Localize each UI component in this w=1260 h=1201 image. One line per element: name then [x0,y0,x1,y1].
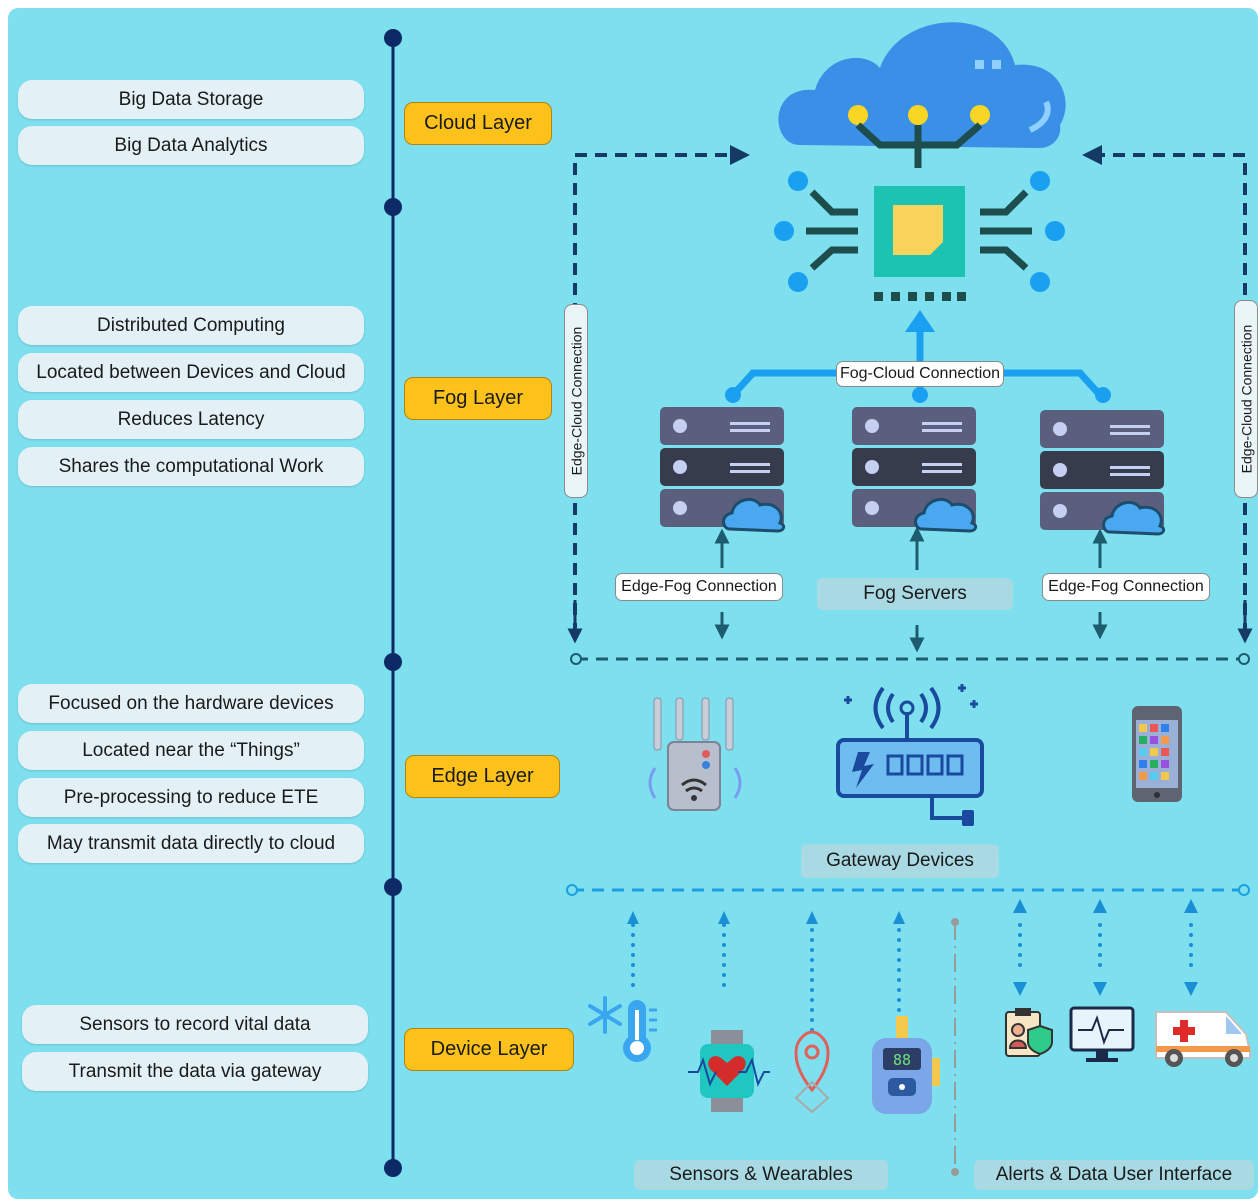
timeline-node [384,29,402,47]
feature-pill: Distributed Computing [18,306,364,345]
edge-cloud-connection-text: Edge-Cloud Connection [568,326,584,476]
edge-boundary-line [566,884,1250,896]
feature-pill: Transmit the data via gateway [22,1052,368,1091]
feature-pill: Reduces Latency [18,400,364,439]
cloud-icon [778,22,1066,168]
feature-pill: Shares the computational Work [18,447,364,486]
sensor-ui-separator [951,918,959,1176]
edge-fog-connection-label: Edge-Fog Connection [615,573,783,601]
feature-pill: Located near the “Things” [18,731,364,770]
server-rack-icon [1040,410,1166,536]
feature-pill: Focused on the hardware devices [18,684,364,723]
edge-fog-arrows [714,526,1108,653]
layer-badge-device: Device Layer [404,1028,574,1071]
layer-badge-fog: Fog Layer [404,377,552,420]
glucometer-icon: 88 [872,1016,940,1114]
diagram-background [8,8,1258,1199]
fog-boundary-line [570,653,1250,665]
smartphone-icon [1132,706,1182,802]
alerts-ui-label: Alerts & Data User Interface [974,1160,1254,1190]
sensors-wearables-label: Sensors & Wearables [634,1160,888,1190]
location-pin-icon [794,1030,830,1114]
timeline-node [384,653,402,671]
fog-cloud-connection-label: Fog-Cloud Connection [836,361,1004,387]
edge-cloud-connection-label: Edge-Cloud Connection [1234,300,1258,498]
edge-fog-connection-label: Edge-Fog Connection [1042,573,1210,601]
router-icon [836,684,984,826]
feature-pill: Big Data Analytics [18,126,364,165]
heart-monitor-icon [1069,1006,1135,1062]
wifi-extender-icon [648,697,742,811]
server-rack-icon [660,407,786,533]
cpu-chip-icon [774,171,1065,301]
edge-cloud-connection-label: Edge-Cloud Connection [564,304,588,498]
ambulance-icon [1155,1011,1251,1067]
feature-pill: Sensors to record vital data [22,1005,368,1044]
layer-timeline [384,29,402,1177]
server-rack-icon [852,407,978,533]
feature-pill: Pre-processing to reduce ETE [18,778,364,817]
layer-badge-cloud: Cloud Layer [404,102,552,145]
layer-badge-edge: Edge Layer [405,755,560,798]
smartwatch-icon [688,1030,770,1112]
sensor-uplink-arrows [631,913,1193,1032]
timeline-node [384,1159,402,1177]
timeline-node [384,878,402,896]
glucometer-display: 88 [893,1051,911,1069]
fog-servers-label: Fog Servers [817,578,1013,610]
feature-pill: Big Data Storage [18,80,364,119]
gateway-devices-label: Gateway Devices [801,844,999,878]
thermometer-icon [588,996,657,1062]
feature-pill: Located between Devices and Cloud [18,353,364,392]
patient-record-icon [1005,1008,1053,1057]
dotted-arrow-heads [627,899,1198,996]
edge-cloud-connection-text: Edge-Cloud Connection [1238,324,1254,474]
timeline-node [384,198,402,216]
feature-pill: May transmit data directly to cloud [18,824,364,863]
